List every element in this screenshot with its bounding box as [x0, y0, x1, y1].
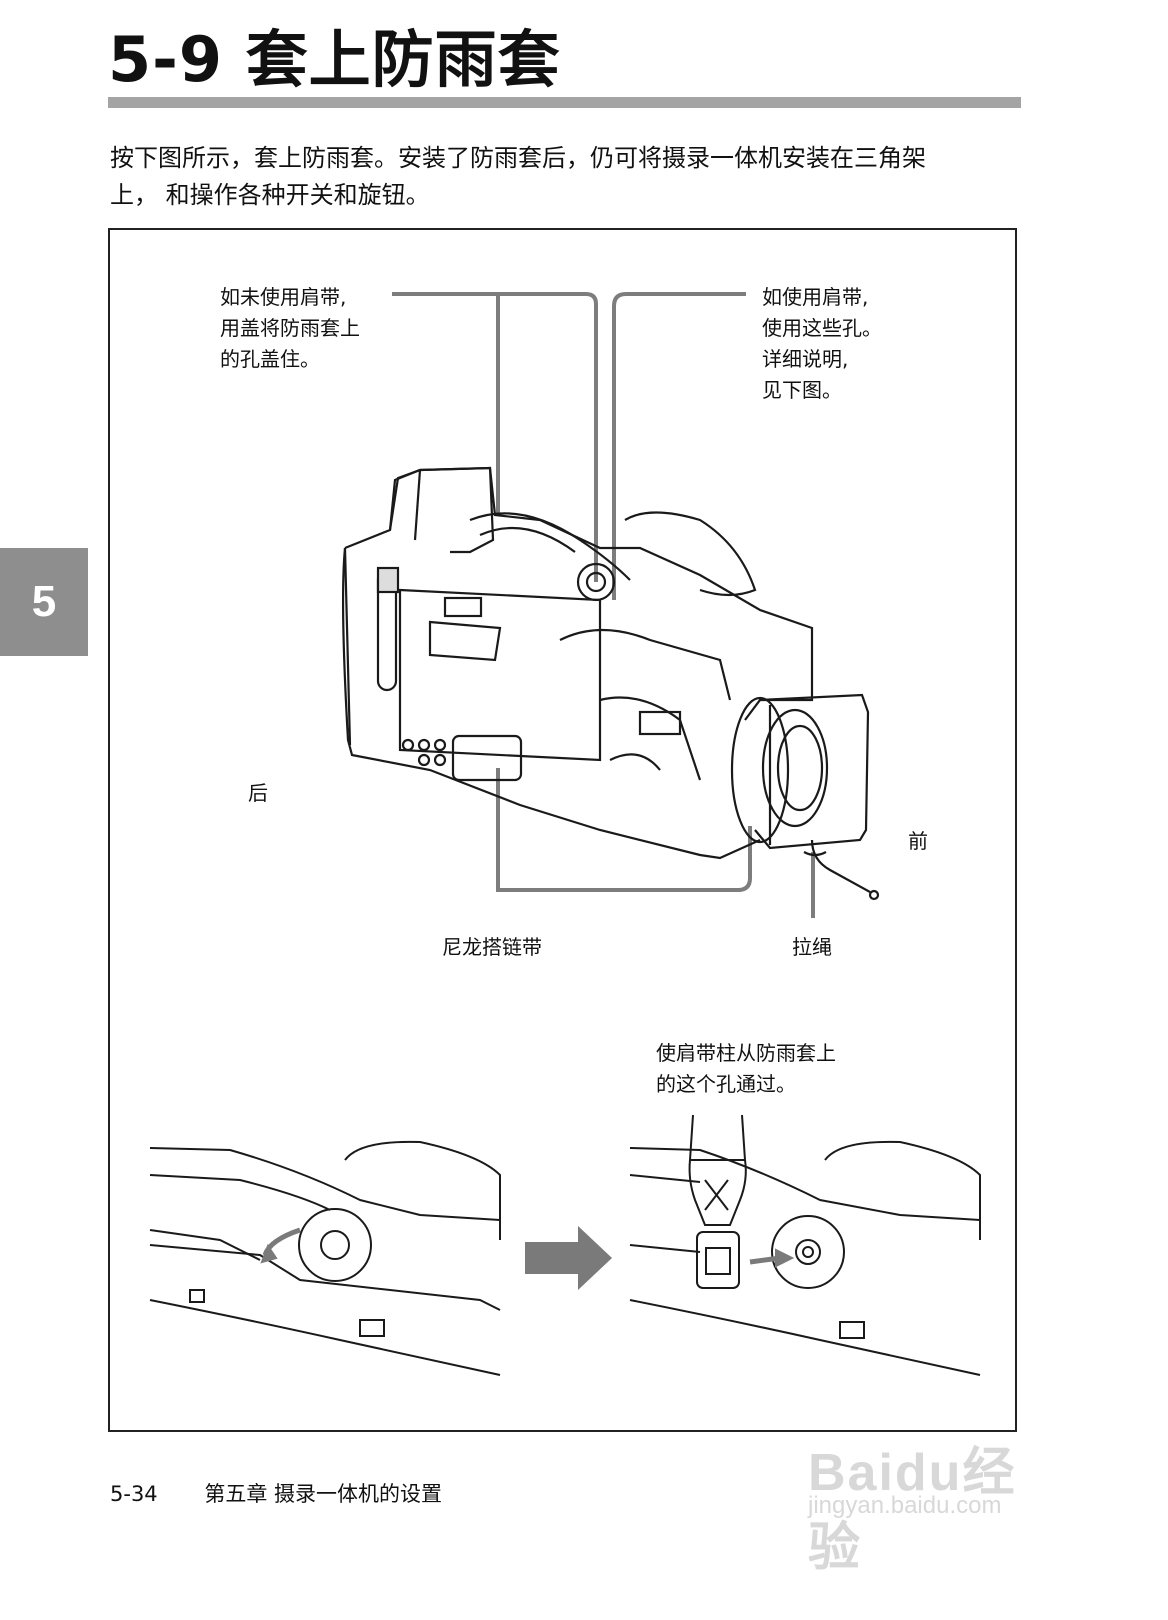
transition-arrow: [525, 1226, 612, 1290]
callout-strap-post: 使肩带柱从防雨套上 的这个孔通过。: [656, 1038, 836, 1100]
callout-no-strap-line-1: 如未使用肩带,: [220, 285, 347, 309]
callout-with-strap-line-2: 使用这些孔。: [762, 316, 882, 340]
watermark-url: jingyan.baidu.com: [808, 1492, 1002, 1519]
callout-no-strap-line-2: 用盖将防雨套上: [220, 316, 360, 340]
callout-with-strap: 如使用肩带, 使用这些孔。 详细说明, 见下图。: [762, 282, 882, 406]
callout-with-strap-line-4: 见下图。: [762, 378, 842, 402]
callout-no-strap: 如未使用肩带, 用盖将防雨套上 的孔盖住。: [220, 282, 360, 375]
callout-no-strap-line-3: 的孔盖住。: [220, 347, 320, 371]
callout-strap-post-line-2: 的这个孔通过。: [656, 1072, 796, 1096]
label-drawstring: 拉绳: [792, 935, 832, 959]
chapter-title: 第五章 摄录一体机的设置: [204, 1482, 443, 1506]
page-title: 5-9 套上防雨套: [108, 23, 561, 96]
detail-after-drawing: [629, 1114, 981, 1376]
camcorder-drawing: [341, 466, 880, 901]
intro-paragraph: 按下图所示，套上防雨套。安装了防雨套后，仍可将摄录一体机安装在三角架 上， 和操…: [110, 140, 1030, 214]
chapter-tab: 5: [0, 548, 88, 656]
watermark-brand: Baidu经验: [808, 1444, 1017, 1577]
leader-lines: [392, 292, 815, 918]
intro-line-2: 上， 和操作各种开关和旋钮。: [110, 181, 430, 209]
callout-with-strap-line-1: 如使用肩带,: [762, 285, 869, 309]
callout-strap-post-line-1: 使肩带柱从防雨套上: [656, 1041, 836, 1065]
label-back: 后: [248, 781, 268, 805]
figure-frame: [108, 228, 1017, 1432]
label-front: 前: [908, 829, 928, 853]
intro-line-1: 按下图所示，套上防雨套。安装了防雨套后，仍可将摄录一体机安装在三角架: [110, 144, 926, 172]
page-number: 5-34: [110, 1482, 158, 1506]
detail-before-drawing: [149, 1140, 501, 1376]
baidu-watermark: Baidu经验 jingyan.baidu.com: [808, 1400, 1068, 1577]
callout-with-strap-line-3: 详细说明,: [762, 347, 849, 371]
page-footer: 5-34 第五章 摄录一体机的设置: [110, 1478, 442, 1508]
title-rule: [108, 97, 1021, 108]
label-velcro: 尼龙搭链带: [442, 935, 542, 959]
